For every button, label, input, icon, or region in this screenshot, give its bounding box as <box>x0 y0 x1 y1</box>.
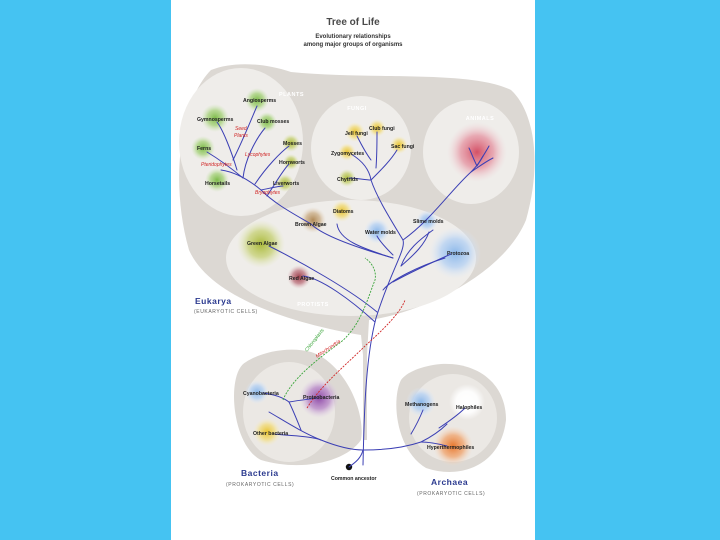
bacteria-subtitle: (PROKARYOTIC CELLS) <box>226 482 294 488</box>
sac-fungi-blob <box>390 136 408 154</box>
cyanobacteria-blob <box>245 380 269 404</box>
hyperthermophiles-blob <box>433 426 473 466</box>
label-diatoms: Diatoms <box>333 209 354 215</box>
liverworts-blob <box>276 174 294 192</box>
label-halophiles: Halophiles <box>456 405 482 411</box>
label-sac-fungi: Sac fungi <box>391 144 415 150</box>
mitochondria-line <box>306 299 406 409</box>
label-common-ancestor: Common ancestor <box>331 476 377 482</box>
water-molds-blob <box>364 218 390 244</box>
label-gymnosperms: Gymnosperms <box>197 117 233 123</box>
green-algae-blob <box>237 220 285 268</box>
label-jell-fungi: Jell fungi <box>345 131 368 137</box>
label-slime-molds: Slime molds <box>413 219 444 225</box>
tree-of-life-diagram: Tree of Life Evolutionary relationships … <box>179 17 535 497</box>
chloroplast-line <box>282 257 376 401</box>
zygomycetes-blob <box>338 143 356 161</box>
label-proteobacteria: Proteobacteria <box>303 395 339 401</box>
label-hyperthermophiles: Hyperthermophiles <box>427 445 474 451</box>
label-liverworts: Liverworts <box>273 181 299 187</box>
diagram-subtitle-2: among major groups of organisms <box>303 42 403 48</box>
label-chytrids: Chytrids <box>337 177 358 183</box>
slime-molds-blob <box>416 210 438 232</box>
trunk-band <box>363 320 367 440</box>
club-fungi-blob <box>368 119 386 137</box>
eukarya-title: Eukarya <box>195 296 232 306</box>
label-methanogens: Methanogens <box>405 402 439 408</box>
protists-region <box>226 200 476 316</box>
fungi-region <box>311 96 411 200</box>
label-hornworts: Hornworts <box>279 160 305 166</box>
label-cyanobacteria: Cyanobacteria <box>243 391 279 397</box>
club-mosses-blob <box>257 112 277 132</box>
organism-labels: Angiosperms Gymnosperms Club mosses Fern… <box>197 98 482 482</box>
animals-label: ANIMALS <box>466 116 495 122</box>
proteobacteria-blob <box>299 378 339 418</box>
label-green-algae: Green Algae <box>247 241 277 247</box>
animals-blob <box>447 122 507 182</box>
chytrids-blob <box>338 169 356 187</box>
annotation-pteridophytes: Pteridophytes <box>201 162 232 168</box>
red-algae-blob <box>287 265 311 289</box>
diagram-subtitle-1: Evolutionary relationships <box>315 34 391 40</box>
plants-label: PLANTS <box>279 92 304 98</box>
annotation-lycophytes: Lycophytes <box>245 152 271 158</box>
label-other-bacteria: Other bacteria <box>253 431 288 437</box>
label-horsetails: Horsetails <box>205 181 230 187</box>
horsetails-blob <box>205 168 229 192</box>
diagram-title: Tree of Life <box>326 17 380 28</box>
label-protozoa: Protozoa <box>447 251 469 257</box>
archaea-title: Archaea <box>431 477 468 487</box>
tree-branches <box>206 105 494 466</box>
halophiles-blob <box>449 384 485 420</box>
annotation-plants: Plants <box>234 133 248 139</box>
protists-label: PROTISTS <box>297 302 329 308</box>
jell-fungi-blob <box>345 122 365 142</box>
label-club-mosses: Club mosses <box>257 119 289 125</box>
label-water-molds: Water molds <box>365 230 396 236</box>
slide-page: Tree of Life Evolutionary relationships … <box>171 0 535 540</box>
label-zygomycetes: Zygomycetes <box>331 151 364 157</box>
label-ferns: Ferns <box>197 146 211 152</box>
label-angiosperms: Angiosperms <box>243 98 276 104</box>
bacteria-title: Bacteria <box>241 468 279 478</box>
label-red-algae: Red Algae <box>289 276 314 282</box>
diatoms-blob <box>331 200 353 222</box>
annotation-seed: Seed <box>235 126 247 132</box>
other-bacteria-blob <box>253 418 281 446</box>
main-trunk <box>362 239 404 466</box>
annotation-bryophytes: Bryophytes <box>255 190 281 196</box>
eukarya-subtitle: (EUKARYOTIC CELLS) <box>194 309 258 315</box>
red-annotations: Seed Plants Lycophytes Pteridophytes Bry… <box>201 126 281 196</box>
brown-algae-blob <box>300 207 326 233</box>
gymnosperms-blob <box>201 104 229 132</box>
ferns-blob <box>191 136 215 160</box>
fungi-label: FUNGI <box>347 106 367 112</box>
protozoa-blob <box>429 227 481 279</box>
methanogens-blob <box>406 387 436 417</box>
label-club-fungi: Club fungi <box>369 126 395 132</box>
angiosperms-blob <box>245 88 269 112</box>
label-mosses: Mosses <box>283 141 302 147</box>
label-brown-algae: Brown Algae <box>295 222 327 228</box>
archaea-subtitle: (PROKARYOTIC CELLS) <box>417 491 485 497</box>
annotation-mitochondria: Mitochondria <box>315 339 342 360</box>
